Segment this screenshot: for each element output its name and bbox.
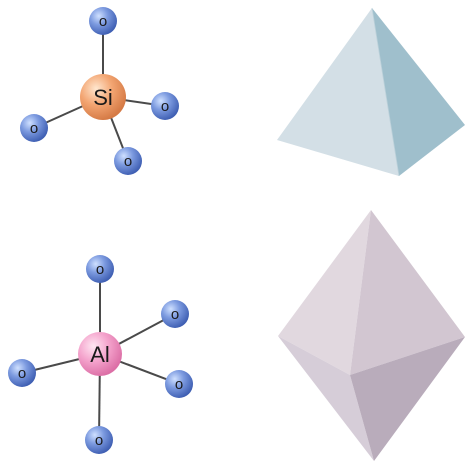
oxygen-atom: o bbox=[85, 426, 113, 454]
oxygen-atom: o bbox=[89, 7, 117, 35]
aluminum-label: Al bbox=[90, 342, 110, 367]
oxygen-label: o bbox=[161, 98, 169, 115]
oxygen-label: o bbox=[124, 153, 132, 170]
oxygen-atom: o bbox=[151, 92, 179, 120]
oxygen-atom: o bbox=[8, 359, 36, 387]
tetrahedron-shape bbox=[277, 7, 465, 177]
oxygen-atom: o bbox=[114, 147, 142, 175]
oxygen-atom: o bbox=[86, 255, 114, 283]
oxygen-label: o bbox=[96, 261, 104, 278]
oxygen-atom: o bbox=[165, 370, 193, 398]
oxygen-label: o bbox=[18, 365, 26, 382]
oxygen-atom: o bbox=[161, 300, 189, 328]
silicon-atom: Si bbox=[80, 74, 126, 120]
oxygen-label: o bbox=[95, 432, 103, 449]
oxygen-label: o bbox=[99, 13, 107, 30]
oxygen-atom: o bbox=[20, 114, 48, 142]
tetrahedral-unit: o o o o Si bbox=[20, 7, 179, 175]
oxygen-label: o bbox=[30, 120, 38, 137]
oxygen-label: o bbox=[175, 376, 183, 393]
octahedral-unit: o o o o o Al bbox=[8, 255, 193, 454]
silicon-label: Si bbox=[93, 85, 113, 110]
oxygen-label: o bbox=[171, 306, 179, 323]
aluminum-atom: Al bbox=[78, 332, 122, 376]
octahedron-shape bbox=[278, 210, 465, 461]
